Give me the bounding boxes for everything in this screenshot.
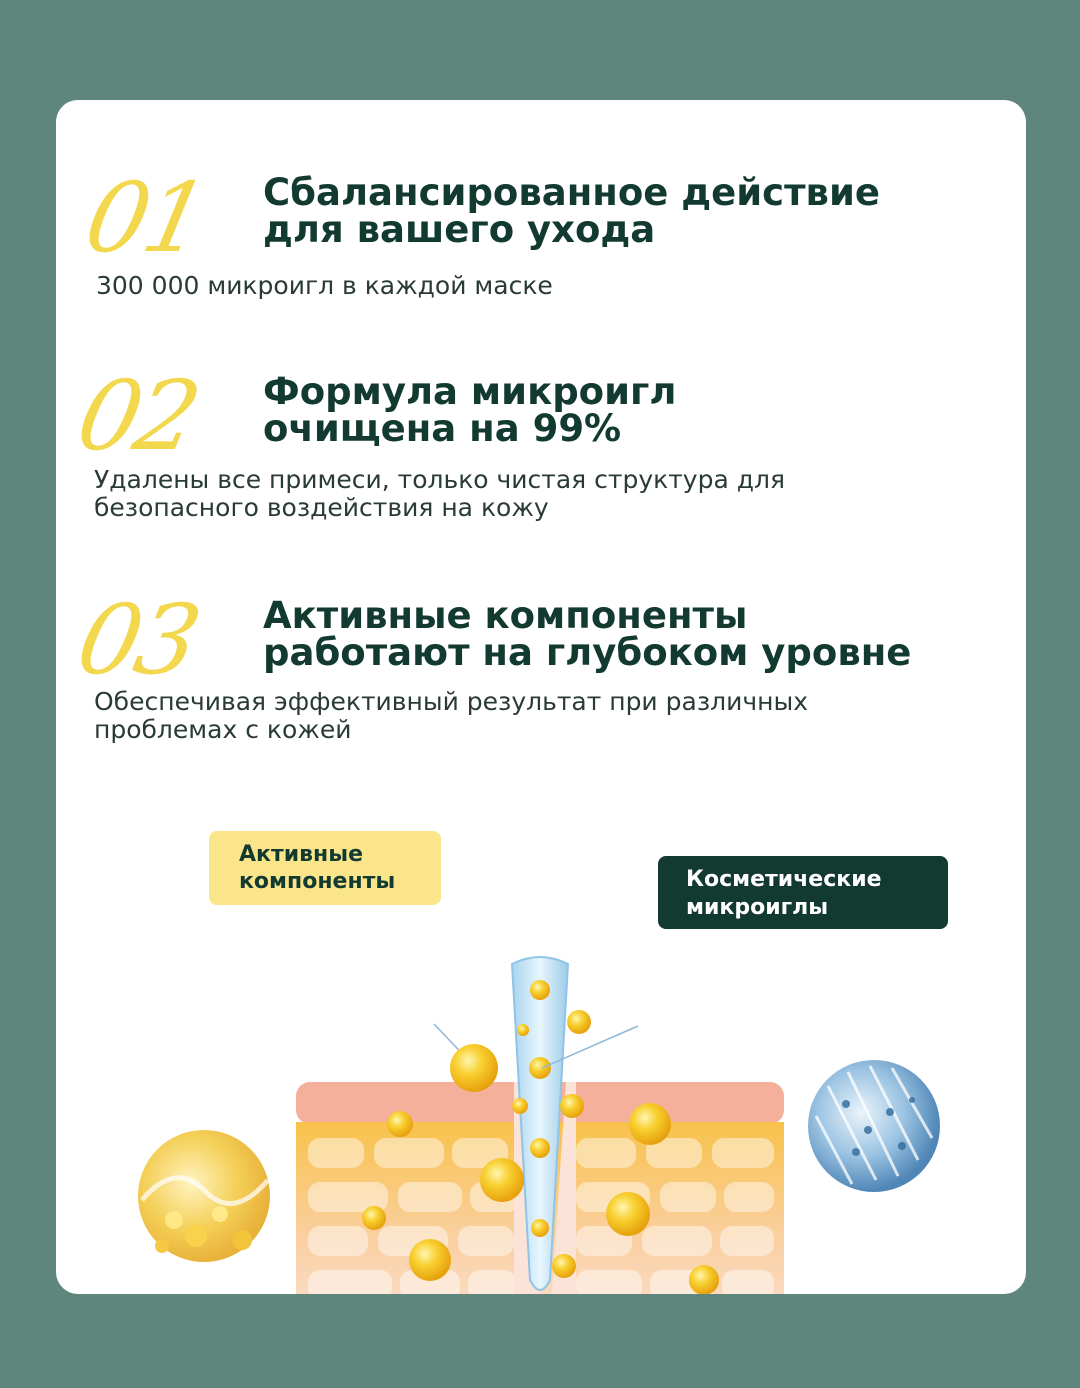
label-active-line: компоненты: [239, 869, 396, 894]
label-needles-line: Косметические: [686, 867, 882, 892]
label-active-line: Активные: [239, 842, 364, 867]
pointer-line: [541, 1025, 639, 1069]
item-number-01: 01: [76, 162, 215, 274]
content-card: 01 Сбалансированное действие для вашего …: [56, 100, 1026, 1294]
item-title-line: Формула микроигл: [263, 370, 677, 413]
item-title-03: Активные компоненты работают на глубоком…: [263, 597, 983, 671]
serum-texture-circle: [138, 1130, 270, 1262]
label-active-components: Активные компоненты: [209, 831, 441, 905]
item-description-line: Обеспечивая эффективный результат при ра…: [94, 687, 808, 716]
item-description-line: Удалены все примеси, только чистая струк…: [94, 465, 786, 494]
label-cosmetic-microneedles: Косметические микроиглы: [658, 856, 948, 929]
item-description-line: безопасного воздействия на кожу: [94, 493, 549, 522]
item-description-03: Обеспечивая эффективный результат при ра…: [94, 688, 974, 744]
item-title-line: Сбалансированное действие: [263, 171, 880, 214]
item-description-line: проблемах с кожей: [94, 715, 352, 744]
item-title-line: Активные компоненты: [263, 594, 748, 637]
item-title-02: Формула микроигл очищена на 99%: [263, 373, 983, 447]
label-needles-line: микроиглы: [686, 895, 829, 920]
skin-microneedle-diagram: [138, 956, 940, 1294]
item-number-02: 02: [68, 360, 207, 472]
item-title-line: очищена на 99%: [263, 407, 622, 450]
item-title-line: для вашего ухода: [263, 208, 656, 251]
active-component-orbs: [362, 1010, 719, 1294]
item-number-03: 03: [68, 584, 207, 696]
item-title-line: работают на глубоком уровне: [263, 631, 912, 674]
microneedle-texture-circle: [808, 1060, 940, 1192]
item-description-01: 300 000 микроигл в каждой маске: [96, 271, 553, 300]
item-title-01: Сбалансированное действие для вашего ухо…: [263, 174, 983, 248]
microneedle: [510, 956, 570, 1291]
item-description-02: Удалены все примеси, только чистая струк…: [94, 466, 974, 522]
